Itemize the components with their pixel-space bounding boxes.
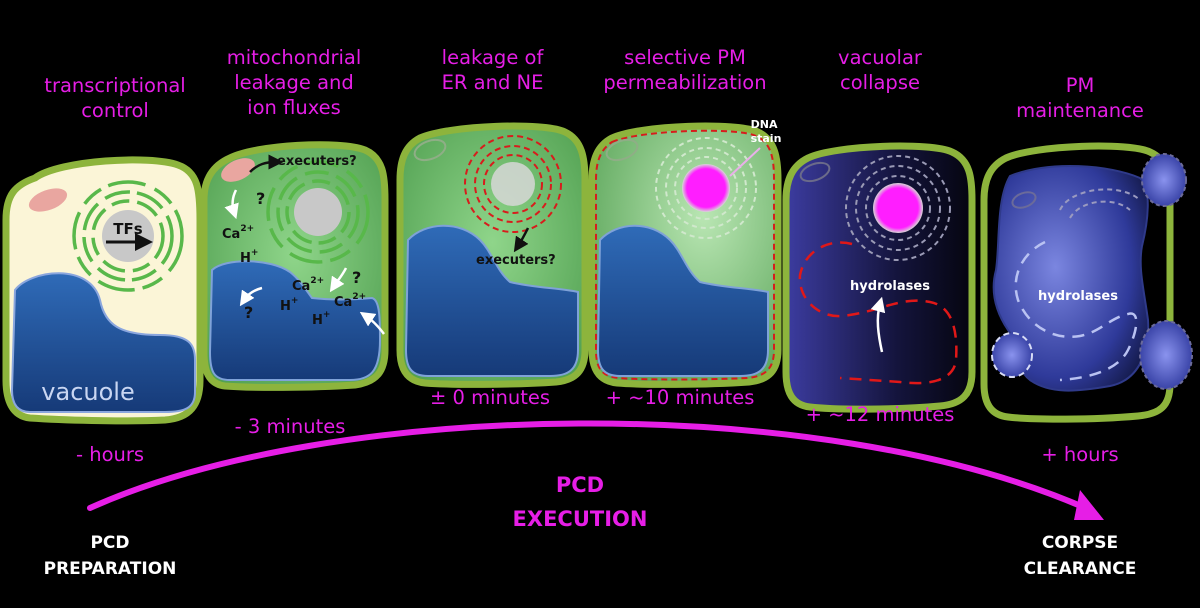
er-network <box>72 180 184 292</box>
vacuole <box>10 272 196 413</box>
mitochondrion <box>28 188 68 212</box>
corpse-clearance-label: CORPSE CLEARANCE <box>1023 533 1137 579</box>
cell-2: executers? ? Ca2+ H+ Ca2+ H+ ? Ca2+ H+ ? <box>200 141 389 391</box>
svg-text:Ca2+: Ca2+ <box>334 292 366 310</box>
tfs-label: TFs <box>113 220 142 238</box>
stage-title-6: PM maintenance <box>1016 74 1144 122</box>
time-label-6: + hours <box>1041 443 1119 466</box>
stage-title-1: transcriptional control <box>44 74 186 122</box>
vesicle <box>991 332 1033 378</box>
svg-text:?: ? <box>256 189 265 208</box>
pcd-execution-label: PCD EXECUTION <box>512 473 648 531</box>
svg-text:H+: H+ <box>240 248 258 266</box>
svg-text:Ca2+: Ca2+ <box>292 276 324 294</box>
svg-text:hydrolases: hydrolases <box>1038 289 1118 304</box>
time-label-5: + ~12 minutes <box>805 403 955 426</box>
cell-1: TFs vacuole <box>2 156 204 425</box>
svg-text:executers?: executers? <box>277 154 357 169</box>
stage-title-2: mitochondrial leakage and ion fluxes <box>226 46 362 119</box>
svg-text:?: ? <box>352 268 361 287</box>
svg-text:?: ? <box>244 303 253 322</box>
vesicle <box>1139 320 1193 390</box>
pcd-arc-arrow <box>87 420 1104 520</box>
svg-text:Ca2+: Ca2+ <box>222 224 254 242</box>
svg-text:executers?: executers? <box>476 253 556 268</box>
stage-title-3: leakage of ER and NE <box>441 46 544 94</box>
stage-title-4: selective PM permeabilization <box>603 46 767 94</box>
svg-text:hydrolases: hydrolases <box>850 279 930 294</box>
vesicle <box>1141 153 1187 207</box>
time-label-4: + ~10 minutes <box>605 386 755 409</box>
cell-6: hydrolases <box>980 142 1193 423</box>
time-label-2: - 3 minutes <box>234 415 346 438</box>
dna-stain-label: DNA stain <box>751 118 782 145</box>
svg-text:H+: H+ <box>280 296 298 314</box>
cell-3: executers? <box>396 122 589 388</box>
stage-title-5: vacuolar collapse <box>838 46 922 94</box>
cell-5: hydrolases <box>782 142 976 413</box>
time-label-1: - hours <box>75 443 145 466</box>
vacuole-label: vacuole <box>41 378 134 406</box>
time-label-3: ± 0 minutes <box>429 386 551 409</box>
svg-text:H+: H+ <box>312 310 330 328</box>
cell-4: DNA stain <box>588 118 782 388</box>
pcd-preparation-label: PCD PREPARATION <box>43 533 177 579</box>
